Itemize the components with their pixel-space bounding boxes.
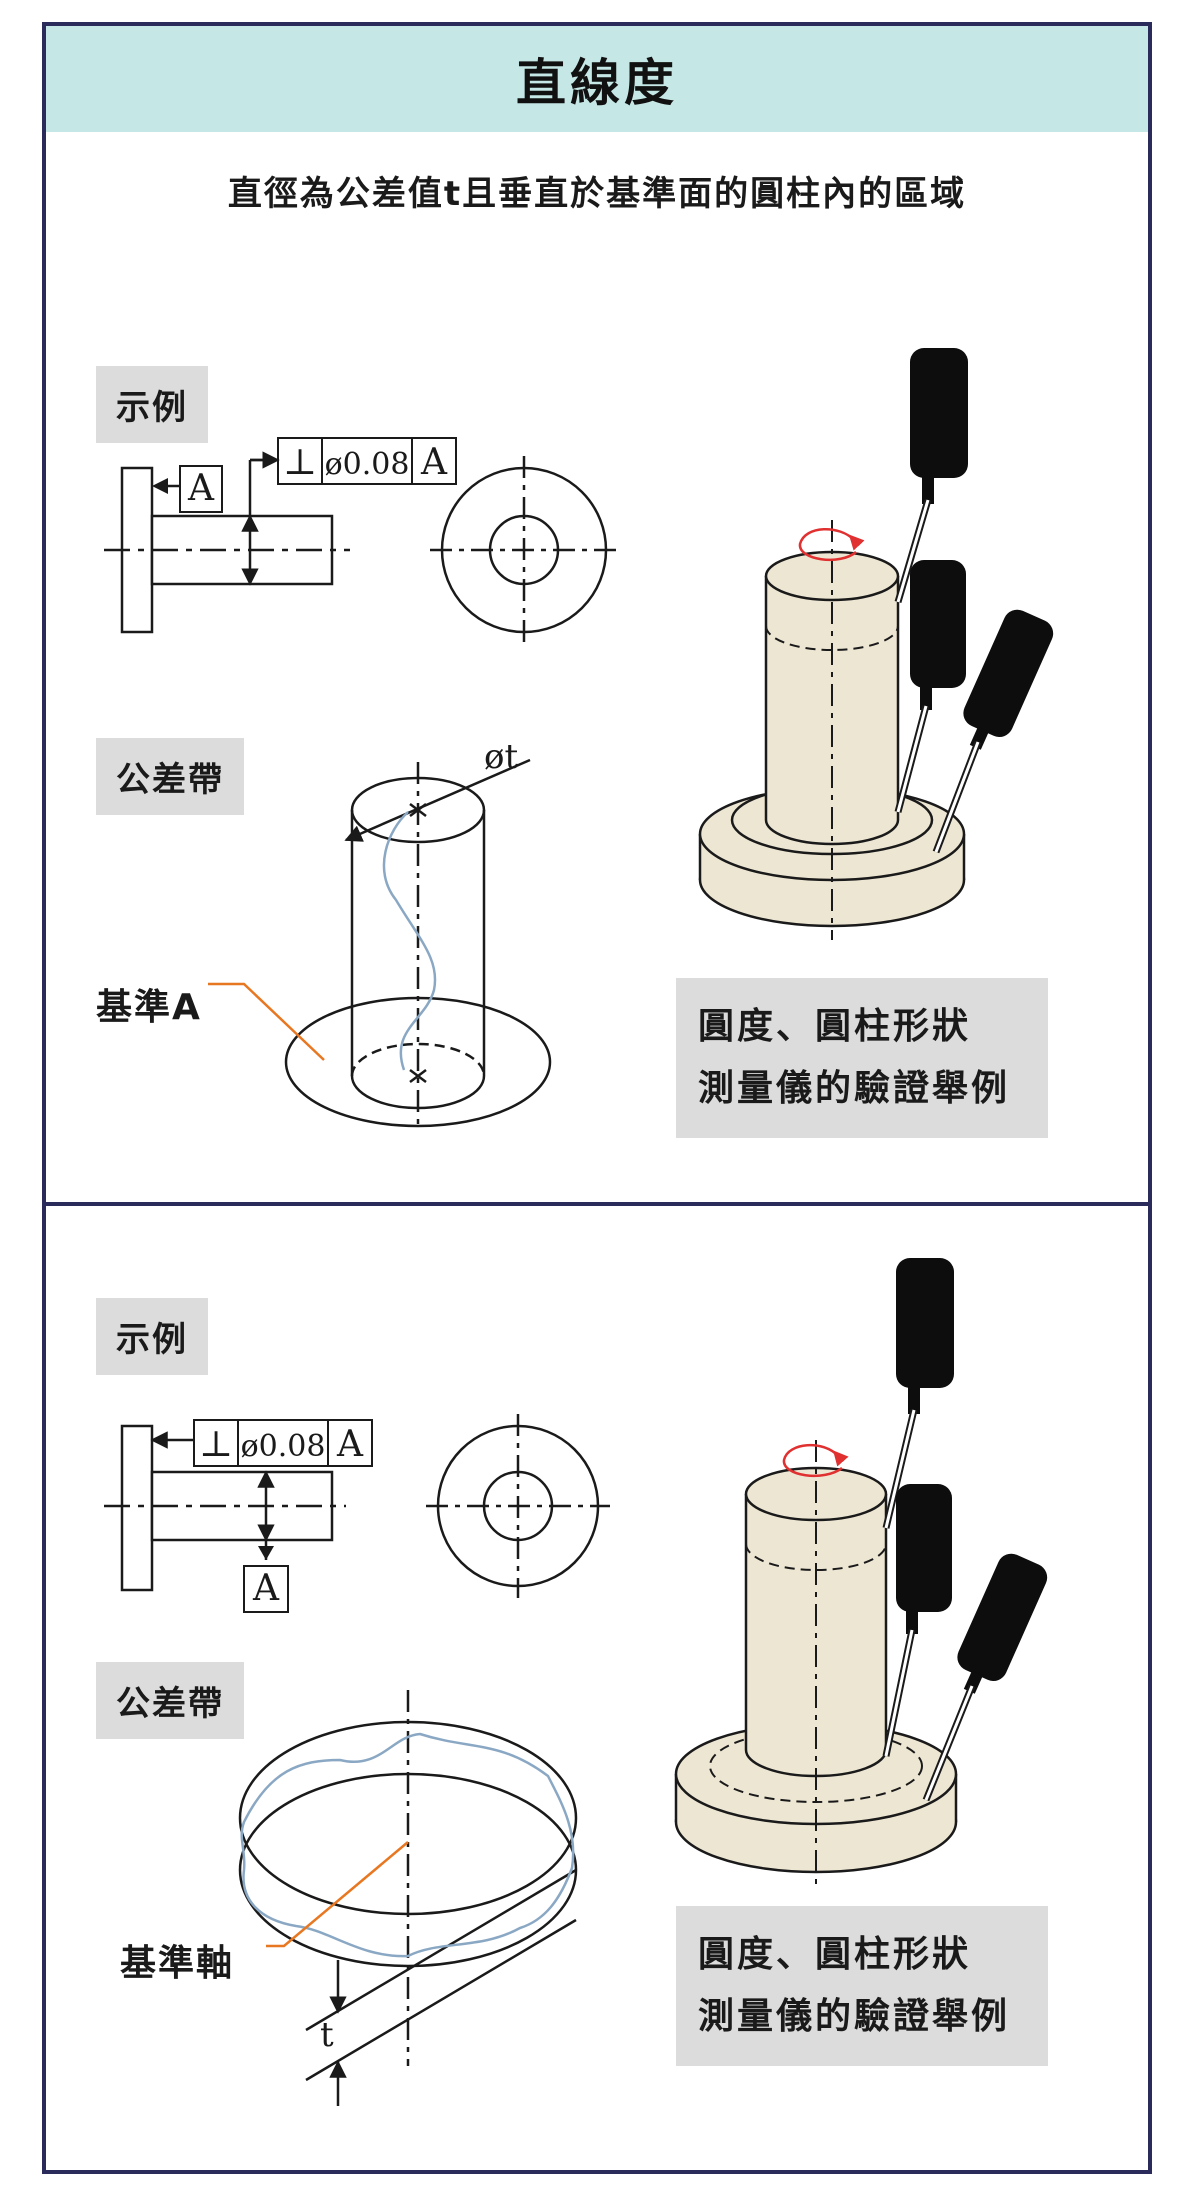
section1-caption-line2: 測量儀的驗證舉例	[698, 1068, 1011, 1109]
section2-datum-label: 基準軸	[120, 1943, 235, 1984]
section2-tolerance-zone-drawing	[238, 1690, 578, 2106]
title-bar: 直線度	[46, 26, 1148, 132]
section2-datum-triangle	[258, 1546, 274, 1560]
svg-text:⊥: ⊥	[283, 442, 317, 483]
section2-feature-control-frame: ⊥ ø0.08 A	[193, 1419, 373, 1467]
section1-caption-line1: 圓度、圓柱形狀	[698, 1006, 972, 1047]
svg-text:A: A	[336, 1424, 364, 1465]
page-title: 直線度	[516, 54, 678, 112]
section1-datum-leader	[208, 982, 325, 1061]
svg-text:⊥: ⊥	[199, 1424, 233, 1465]
section1-feature-control-frame: ⊥ ø0.08 A	[277, 437, 457, 485]
section2-caption-line2: 測量儀的驗證舉例	[698, 1996, 1011, 2037]
svg-text:ø0.08: ø0.08	[241, 1429, 326, 1464]
section1-example-tag: 示例	[96, 366, 208, 443]
section1-datum-label: 基準A	[96, 987, 202, 1028]
section2-instrument-illustration	[674, 1258, 1048, 1890]
section1-datum-triangle	[152, 478, 168, 494]
svg-text:A: A	[252, 1568, 280, 1609]
svg-text:ø0.08: ø0.08	[325, 447, 410, 482]
section-divider	[46, 1202, 1148, 1206]
section2-datum-leader	[266, 1841, 409, 1948]
section2-example-tag: 示例	[96, 1298, 208, 1375]
section1-profile-curve	[382, 811, 437, 1071]
section1-part-end-view	[430, 456, 618, 644]
section2-thickness-label: t	[320, 2015, 334, 2055]
section2-caption-line1: 圓度、圓柱形狀	[698, 1934, 972, 1975]
svg-text:A: A	[187, 468, 215, 509]
section1-tolerance-zone-tag: 公差帶	[96, 738, 244, 815]
section1-diameter-label: øt	[484, 737, 518, 777]
section2-tolerance-zone-tag: 公差帶	[96, 1662, 244, 1739]
section2-profile-curve	[240, 1732, 575, 1958]
page-subtitle: 直徑為公差值t且垂直於基準面的圓柱內的區域	[227, 174, 967, 214]
section1-tolerance-zone-drawing	[284, 758, 552, 1128]
svg-text:A: A	[420, 442, 448, 483]
section2-datum-box: A	[243, 1565, 289, 1613]
section1-part-side-view	[104, 458, 350, 634]
section2-caption: 圓度、圓柱形狀 測量儀的驗證舉例	[676, 1906, 1048, 2066]
section1-instrument-illustration	[698, 348, 1054, 940]
section1-datum-box: A	[179, 465, 223, 513]
section2-part-side-view	[104, 1424, 346, 1592]
section2-part-end-view	[426, 1414, 610, 1598]
section1-caption: 圓度、圓柱形狀 測量儀的驗證舉例	[676, 978, 1048, 1138]
